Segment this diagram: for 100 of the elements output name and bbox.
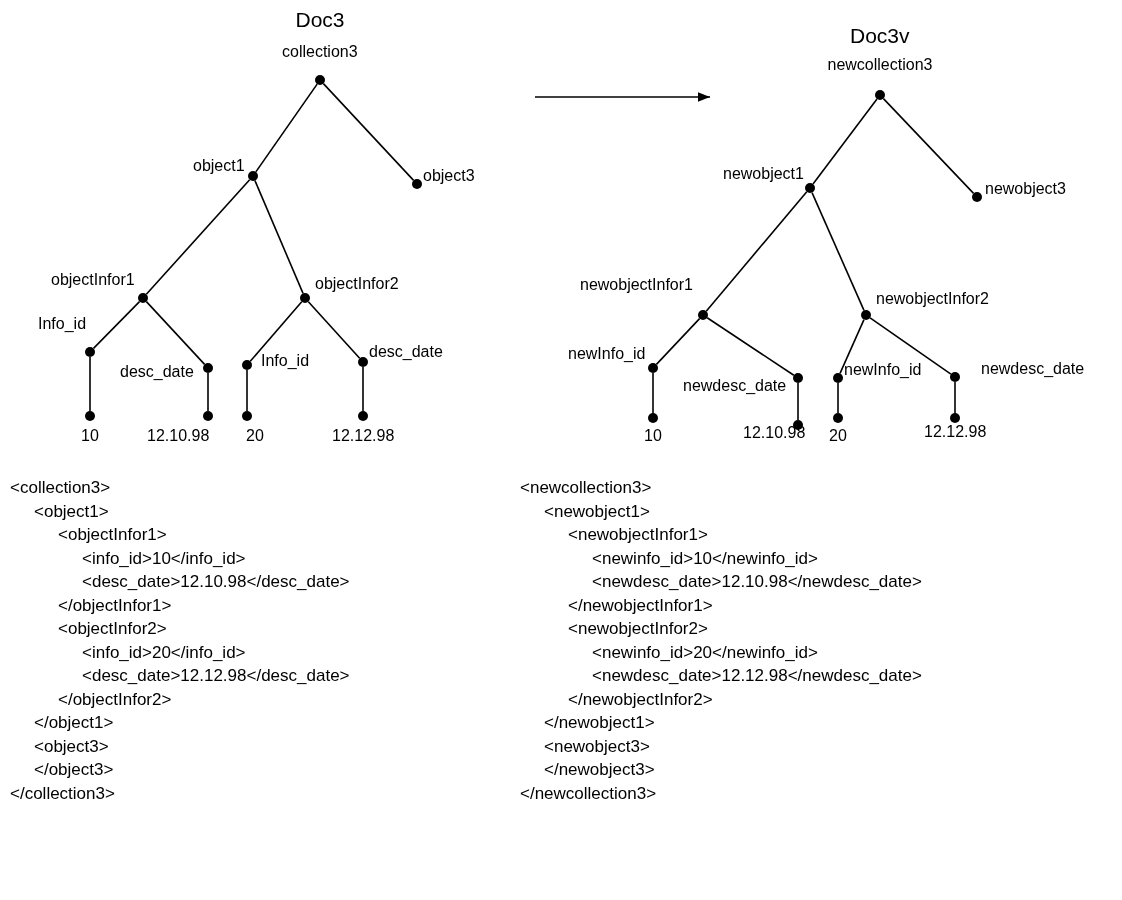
tree-edge xyxy=(797,382,799,421)
tree-node-dot xyxy=(805,183,815,193)
xml-code-line: </objectInfor1> xyxy=(58,595,172,616)
node-label: newdesc_date xyxy=(683,377,787,395)
node-label: object1 xyxy=(193,157,245,175)
node-label: object3 xyxy=(423,167,475,185)
node-label: 12.10.98 xyxy=(743,424,806,442)
tree-edge xyxy=(89,356,91,412)
tree-title: Doc3v xyxy=(850,24,910,48)
node-label: newcollection3 xyxy=(827,56,933,74)
tree-node-dot xyxy=(833,413,843,423)
xml-code-line: <newobjectInfor2> xyxy=(568,619,708,639)
tree-node-dot xyxy=(358,411,368,421)
node-label: 12.12.98 xyxy=(332,427,395,445)
xml-code-line: <desc_date>12.12.98</desc_date> xyxy=(82,666,350,686)
tree-edge xyxy=(837,382,839,414)
xml-code-line: <info_id>20</info_id> xyxy=(82,642,246,663)
tree-node-dot xyxy=(242,360,252,370)
xml-code-line: <object3> xyxy=(34,736,109,757)
xml-code-line: <newobject3> xyxy=(544,736,650,757)
node-label: newInfo_id xyxy=(844,361,922,379)
xml-code-line: <newobject1> xyxy=(544,501,650,522)
node-label: newobject3 xyxy=(985,180,1066,198)
node-label: Info_id xyxy=(261,352,310,370)
tree-title: Doc3 xyxy=(295,8,345,32)
xml-code-line: <object1> xyxy=(34,501,109,522)
tree-node-dot xyxy=(203,363,213,373)
xml-code-line: </newobject1> xyxy=(544,713,655,733)
node-label: 12.10.98 xyxy=(147,427,210,445)
tree-edge xyxy=(706,316,795,377)
tree-edge xyxy=(145,178,251,296)
tree-node-dot xyxy=(648,363,658,373)
node-label: newdesc_date xyxy=(981,360,1085,378)
tree-node-dot xyxy=(648,413,658,423)
tree-edge xyxy=(869,317,952,375)
tree-node-dot xyxy=(85,347,95,357)
tree-node-dot xyxy=(138,293,148,303)
tree-edge xyxy=(145,300,206,366)
tree-node-dot xyxy=(875,90,885,100)
tree-node-dot xyxy=(412,179,422,189)
tree-node-dot xyxy=(950,372,960,382)
node-label: Info_id xyxy=(38,315,87,333)
tree-node-dot xyxy=(950,413,960,423)
tree-edge xyxy=(246,369,248,412)
node-label: 10 xyxy=(644,427,662,445)
tree-node-dot xyxy=(242,411,252,421)
tree-node-dot xyxy=(203,411,213,421)
tree-edge xyxy=(839,318,865,375)
xml-code-line: </object1> xyxy=(34,713,114,733)
xml-code-line: <newinfo_id>20</newinfo_id> xyxy=(592,642,818,663)
tree-edge xyxy=(882,97,975,195)
xml-code-line: <objectInfor2> xyxy=(58,619,167,639)
xml-code-line: <newinfo_id>10</newinfo_id> xyxy=(592,548,818,569)
tree-node-dot xyxy=(85,411,95,421)
tree-edge xyxy=(652,372,654,414)
xml-code-line: </newcollection3> xyxy=(520,783,657,804)
xml-code-line: </newobjectInfor2> xyxy=(568,689,713,710)
xml-code-line: </newobject3> xyxy=(544,760,655,780)
tree-edge xyxy=(655,317,701,366)
tree-edge xyxy=(362,366,364,412)
node-label: 12.12.98 xyxy=(924,423,987,441)
tree-edge xyxy=(811,191,865,312)
tree-node-dot xyxy=(315,75,325,85)
tree-edge xyxy=(207,372,209,412)
tree-edge xyxy=(255,83,318,173)
tree-node-dot xyxy=(248,171,258,181)
node-label: newobjectInfor2 xyxy=(876,290,989,308)
xml-code-line: <collection3> xyxy=(10,478,111,498)
xml-code-line: <info_id>10</info_id> xyxy=(82,548,246,569)
tree-node-dot xyxy=(793,373,803,383)
node-label: 20 xyxy=(829,427,847,445)
node-label: newobjectInfor1 xyxy=(580,276,693,294)
tree-edge xyxy=(812,98,878,185)
tree-edge xyxy=(92,300,141,350)
node-label: 10 xyxy=(81,427,99,445)
node-label: 20 xyxy=(246,427,264,445)
xml-code-line: <newdesc_date>12.10.98</newdesc_date> xyxy=(592,572,922,592)
xml-code-line: <objectInfor1> xyxy=(58,525,167,545)
tree-node-dot xyxy=(300,293,310,303)
tree-node-dot xyxy=(833,373,843,383)
xml-code-line: </newobjectInfor1> xyxy=(568,595,713,616)
tree-node-dot xyxy=(972,192,982,202)
node-label: desc_date xyxy=(120,363,194,381)
tree-edge xyxy=(307,300,361,360)
node-label: objectInfor1 xyxy=(51,271,135,289)
tree-edge xyxy=(254,179,304,295)
node-label: collection3 xyxy=(282,43,358,61)
tree-edge xyxy=(322,82,415,182)
tree-edge xyxy=(249,300,303,363)
xml-code-line: <newobjectInfor1> xyxy=(568,525,708,545)
node-label: desc_date xyxy=(369,343,443,361)
node-label: objectInfor2 xyxy=(315,275,399,293)
node-label: newobject1 xyxy=(723,165,804,183)
xml-code-line: <newcollection3> xyxy=(520,478,652,498)
xml-code-line: </collection3> xyxy=(10,783,115,804)
tree-edge xyxy=(705,191,808,312)
tree-edge xyxy=(954,381,956,414)
tree-node-dot xyxy=(861,310,871,320)
tree-node-dot xyxy=(698,310,708,320)
xml-code-line: </objectInfor2> xyxy=(58,689,172,710)
